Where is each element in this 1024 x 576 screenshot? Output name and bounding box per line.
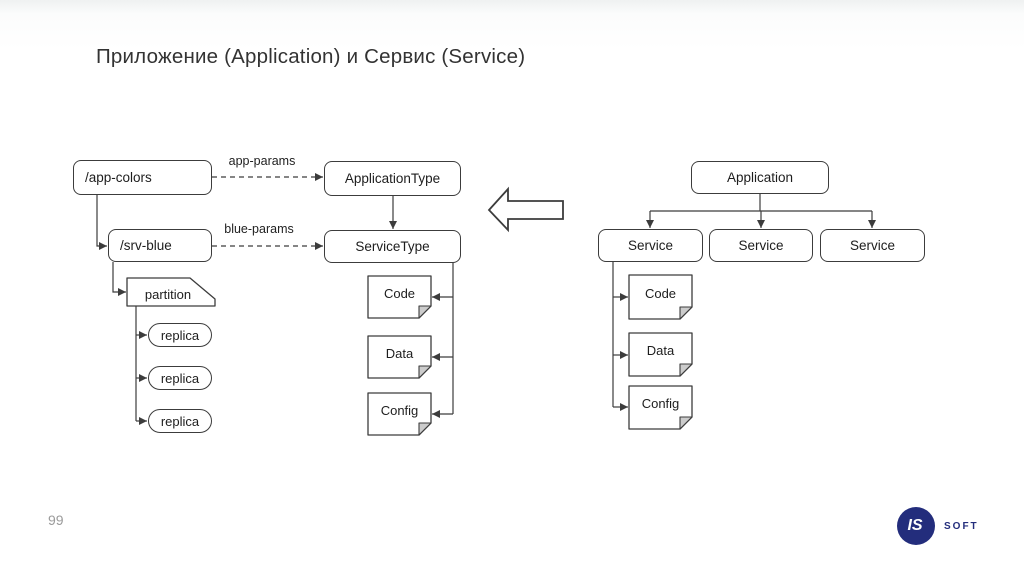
- connector-appcolors-srvblue: [96, 195, 107, 250]
- doc-data-instance: [628, 332, 693, 377]
- doc-data-type: [367, 335, 432, 379]
- edge-label-blue-params: blue-params: [224, 222, 294, 236]
- doc-fold-icon: [679, 363, 693, 377]
- doc-fold-icon: [418, 422, 432, 436]
- node-application-type: ApplicationType: [324, 161, 461, 196]
- partition-label: partition: [144, 286, 192, 302]
- node-service-1: Service: [598, 229, 703, 262]
- node-srv-blue: /srv-blue: [108, 229, 212, 262]
- doc-code-instance-label: Code: [644, 285, 677, 301]
- node-application: Application: [691, 161, 829, 194]
- doc-config-type-label: Config: [380, 402, 419, 418]
- edge-label-app-params: app-params: [228, 154, 296, 168]
- doc-fold-icon: [418, 365, 432, 379]
- logo-brand: SOFT: [944, 521, 979, 532]
- replica-pill-2: replica: [148, 366, 212, 390]
- node-service-type: ServiceType: [324, 230, 461, 263]
- doc-config-instance-label: Config: [641, 396, 680, 411]
- logo-monogram: IS: [907, 517, 923, 534]
- doc-fold-icon: [679, 306, 693, 320]
- doc-code-type: [367, 275, 432, 319]
- slide-title: Приложение (Application) и Сервис (Servi…: [96, 45, 526, 68]
- doc-fold-icon: [418, 305, 432, 319]
- node-service-2: Service: [709, 229, 813, 262]
- logo-is-circle: IS: [897, 507, 935, 545]
- doc-fold-icon: [679, 416, 693, 430]
- doc-data-instance-label: Data: [646, 343, 675, 358]
- node-service-3: Service: [820, 229, 925, 262]
- partition-shape: [126, 277, 216, 307]
- connector-srvblue-partition: [112, 262, 126, 296]
- page-number: 99: [48, 512, 64, 528]
- doc-config-type: [367, 392, 432, 436]
- doc-code-instance: [628, 274, 693, 320]
- connector-application-distributor: [650, 194, 872, 212]
- doc-config-instance: [628, 385, 693, 430]
- replica-pill-3: replica: [148, 409, 212, 433]
- doc-code-type-label: Code: [383, 285, 416, 301]
- replica-pill-1: replica: [148, 323, 212, 347]
- doc-data-type-label: Data: [385, 345, 414, 361]
- big-left-arrow-icon: [487, 186, 564, 233]
- node-app-colors: /app-colors: [73, 160, 212, 195]
